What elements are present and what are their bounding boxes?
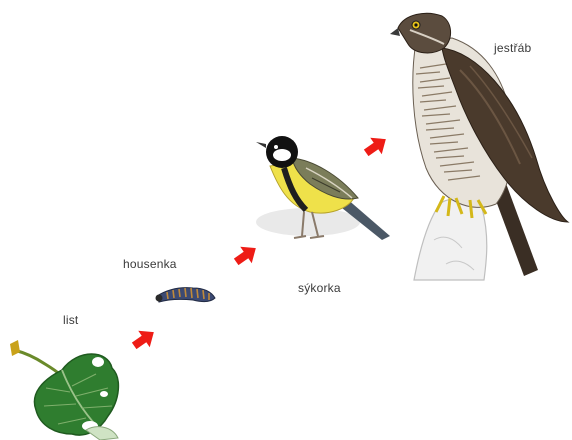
caterpillar-illustration <box>153 282 219 306</box>
caterpillar-label: housenka <box>123 257 177 271</box>
red-arrow-icon <box>129 324 159 354</box>
hawk-label: jestřáb <box>494 41 531 55</box>
hawk-illustration <box>386 8 572 280</box>
leaf-illustration <box>0 330 140 440</box>
leaf-label: list <box>63 313 78 327</box>
great-tit-label: sýkorka <box>298 281 341 295</box>
